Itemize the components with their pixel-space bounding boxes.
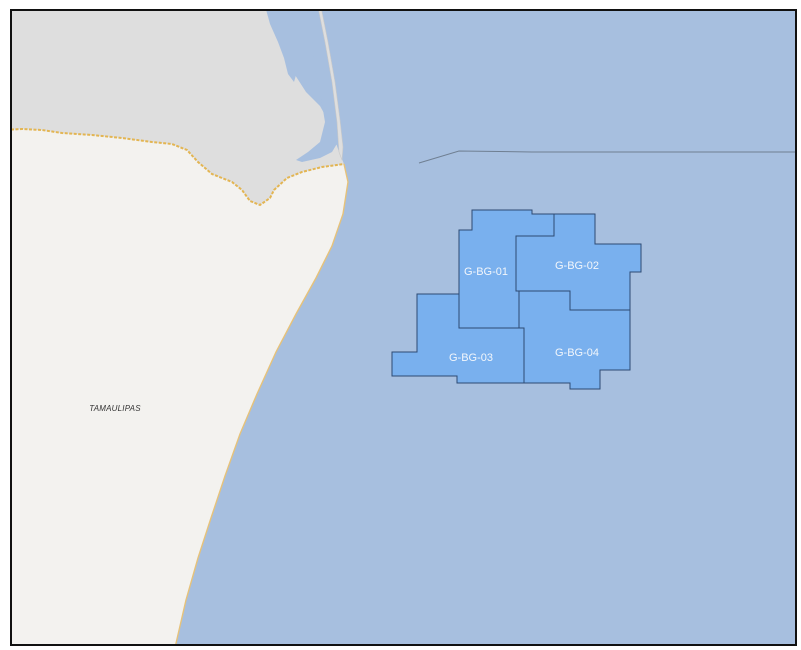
block-label-g-bg-02: G-BG-02 — [555, 260, 599, 272]
mexico-land — [12, 129, 348, 644]
block-label-g-bg-03: G-BG-03 — [449, 352, 493, 364]
mexico-coastline — [175, 163, 349, 644]
block-label-g-bg-04: G-BG-04 — [555, 347, 599, 359]
barrier-island — [318, 11, 344, 161]
map-canvas[interactable]: G-BG-01 G-BG-02 G-BG-03 G-BG-04 TAMAULIP… — [10, 9, 797, 646]
laguna-madre — [296, 11, 338, 162]
block-g-bg-04[interactable] — [518, 290, 631, 390]
map-view[interactable]: G-BG-01 G-BG-02 G-BG-03 G-BG-04 TAMAULIP… — [10, 9, 797, 646]
block-g-bg-03[interactable] — [391, 293, 525, 384]
usa-land — [12, 11, 344, 205]
maritime-boundary — [418, 150, 795, 164]
region-label-tamaulipas: TAMAULIPAS — [89, 404, 141, 413]
international-border — [12, 127, 345, 207]
block-label-g-bg-01: G-BG-01 — [464, 266, 508, 278]
bay-inlet — [266, 11, 298, 82]
